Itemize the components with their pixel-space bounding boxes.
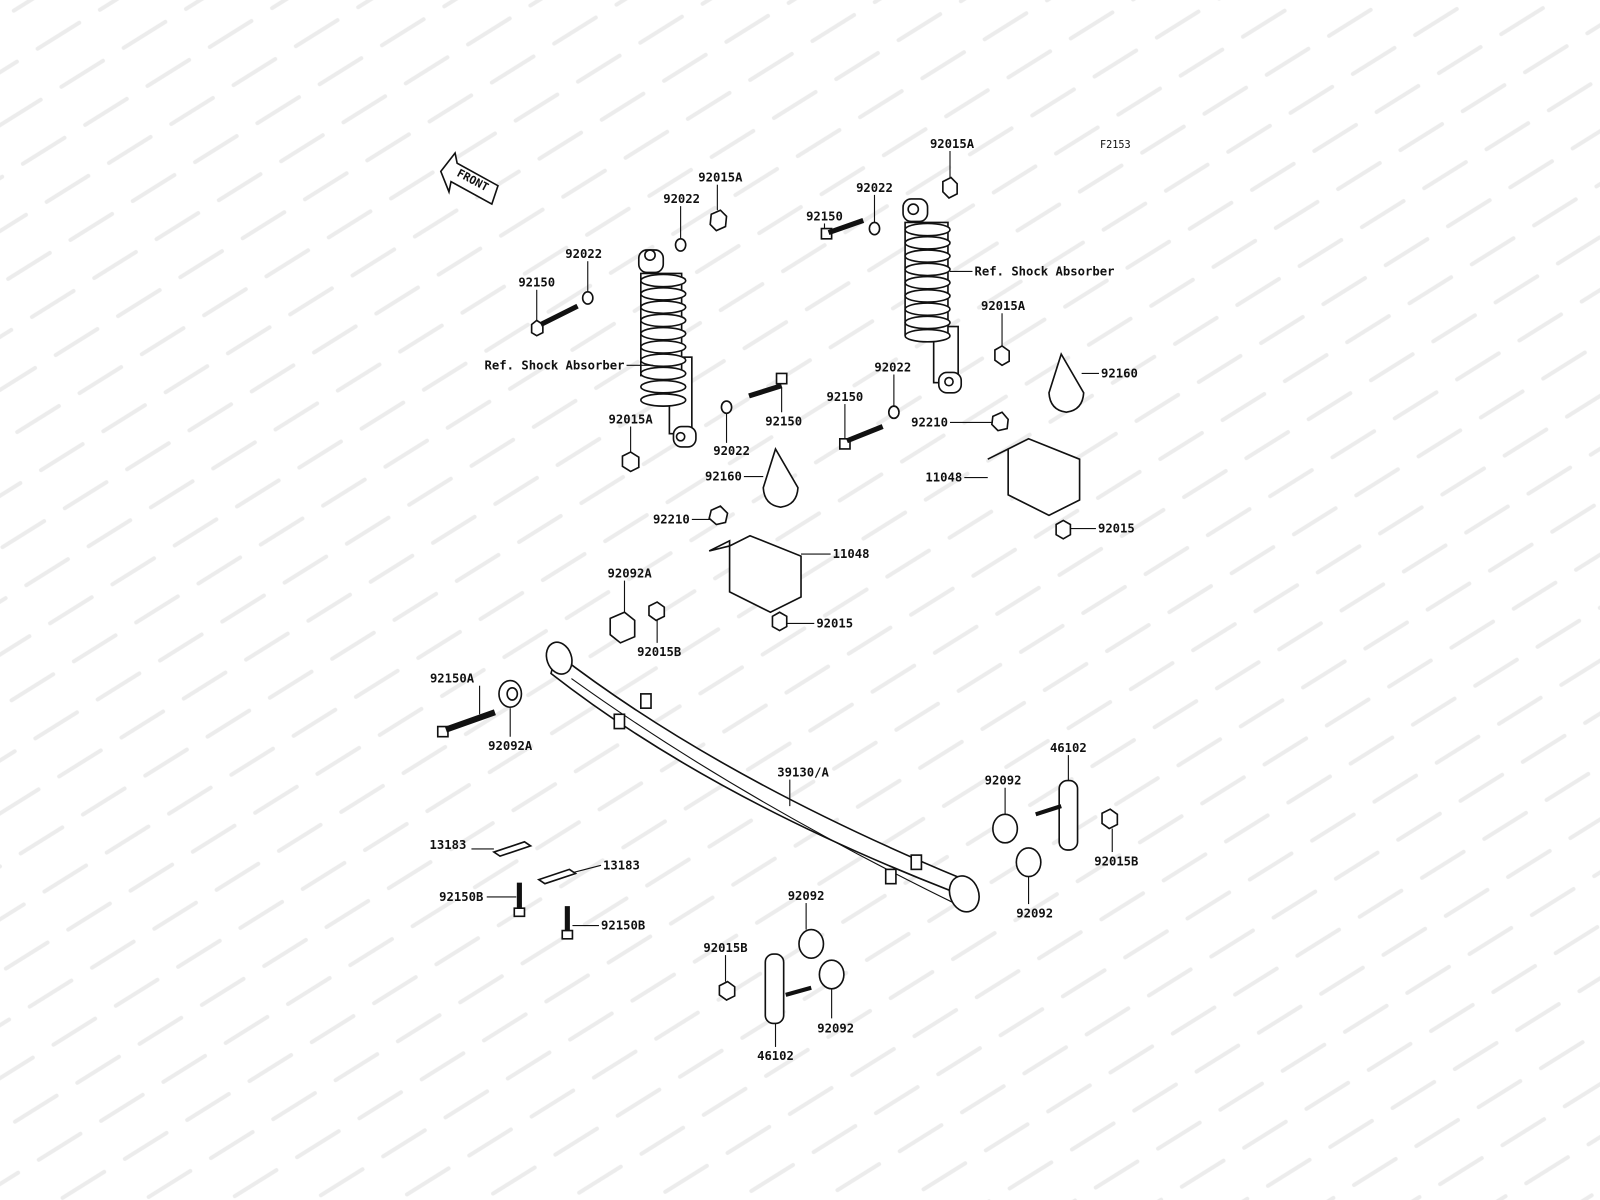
part-number-label: 92150 [806, 209, 843, 223]
spring-coil [640, 326, 687, 341]
part-number-label: 92160 [1101, 367, 1138, 381]
part-number-label: 92092A [488, 739, 533, 753]
part-number-label: 92022 [856, 181, 893, 195]
spring-coil [904, 275, 951, 290]
part-number-label: 92092 [985, 774, 1022, 788]
spring-coil [640, 286, 687, 301]
diagram-code: F2153 [1100, 140, 1131, 151]
part-number-label: 92015B [1094, 854, 1138, 868]
spring-coil [640, 300, 687, 315]
spring-coil [640, 313, 687, 328]
part-number-label: 92150A [430, 672, 475, 686]
part-number-label: 39130/A [777, 766, 829, 780]
part-number-label: 92022 [713, 444, 750, 458]
part-number-label: 92210 [653, 512, 690, 526]
part-number-label: 92150B [439, 890, 483, 904]
part-number-label: Ref. Shock Absorber [974, 265, 1114, 279]
spring-coil [904, 328, 951, 343]
part-number-label: 92150 [765, 415, 802, 429]
part-number-label: 92160 [705, 470, 742, 484]
part-number-label: 92022 [565, 247, 602, 261]
spring-coil [640, 379, 687, 394]
part-number-label: 92210 [911, 416, 948, 430]
part-number-label: 11048 [833, 547, 870, 561]
parts-drawing: FRONT [436, 151, 1119, 1025]
part-number-label: 46102 [757, 1049, 794, 1063]
part-number-label: 92015B [637, 645, 681, 659]
spring-coil [904, 235, 951, 250]
part-number-label: 92015 [1098, 522, 1135, 536]
leader-lines [471, 151, 1113, 1047]
spring-coil [904, 302, 951, 317]
spring-coil [640, 340, 687, 354]
left-shock-absorber [637, 249, 697, 448]
part-number-label: 11048 [925, 471, 962, 485]
part-number-label: 92015A [930, 137, 975, 151]
part-number-label: 92150 [518, 276, 555, 290]
spring-coil [640, 393, 687, 407]
right-shock-absorber [902, 198, 963, 394]
part-number-label: Ref. Shock Absorber [485, 358, 625, 372]
part-number-label: 92022 [874, 360, 911, 374]
spring-coil [904, 315, 951, 330]
spring-coil [904, 222, 951, 237]
part-number-label: 92092 [788, 889, 825, 903]
part-number-label: 92015A [981, 299, 1026, 313]
part-number-label: 92150 [826, 390, 863, 404]
spring-coil [904, 262, 951, 277]
part-number-label: 92092A [607, 567, 652, 581]
spring-coil [640, 273, 687, 288]
part-number-label: 92015A [698, 171, 743, 185]
part-number-label: 92015A [609, 412, 654, 426]
part-number-label: 92092 [1016, 906, 1053, 920]
spring-coil [640, 353, 687, 368]
spring-coil [904, 249, 951, 264]
part-number-label: 13183 [430, 838, 467, 852]
spring-coil [904, 288, 951, 303]
part-number-label: 46102 [1050, 741, 1087, 755]
leader-line [573, 864, 602, 873]
part-number-label: 92150B [601, 919, 645, 933]
part-number-label: 92022 [663, 192, 700, 206]
part-number-label: 92092 [817, 1022, 854, 1036]
part-number-label: 92015 [816, 617, 853, 631]
hardware [436, 176, 1119, 1025]
part-number-label: 92015B [703, 941, 747, 955]
part-number-label: 13183 [603, 858, 640, 872]
spring-coil [640, 366, 687, 381]
